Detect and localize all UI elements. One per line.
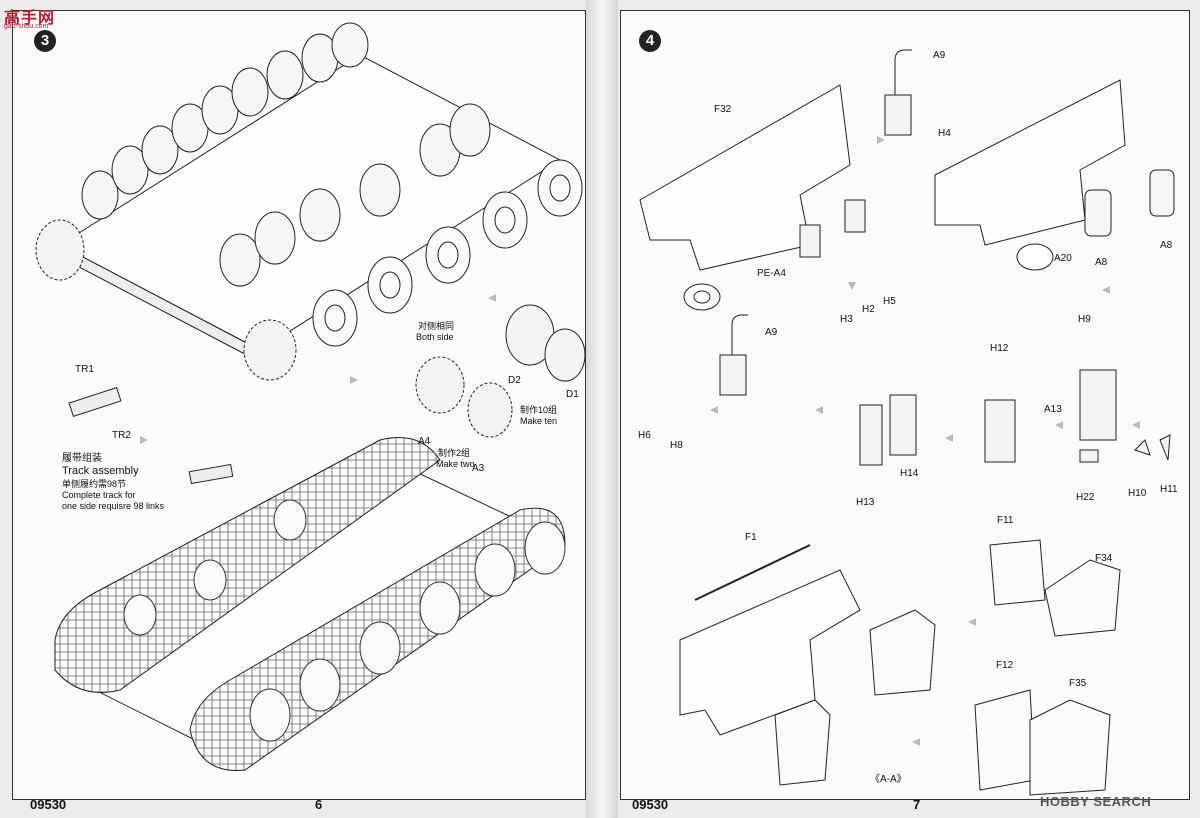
part-label-tr1: TR1 xyxy=(75,364,94,375)
part-label-a9-top: A9 xyxy=(933,50,946,61)
part-label-d2: D2 xyxy=(508,375,521,386)
part-label-h3: H3 xyxy=(840,314,853,325)
a8-covers xyxy=(1084,169,1175,237)
left-product-code: 09530 xyxy=(30,797,67,812)
track-assembly-title: Track assembly xyxy=(62,465,139,477)
box-parts xyxy=(774,539,1121,796)
pe-a4-ring xyxy=(683,243,1054,311)
site-watermark-logo: 高手网 xyxy=(4,10,56,27)
part-label-h4: H4 xyxy=(938,128,951,139)
part-label-h14: H14 xyxy=(900,468,919,479)
part-label-a9-mid: A9 xyxy=(765,327,778,338)
part-label-tr2: TR2 xyxy=(112,430,131,441)
assembly-arrows-left xyxy=(140,294,496,444)
section-view-label: 《A-A》 xyxy=(870,774,907,785)
road-wheels-bottom-row xyxy=(219,103,491,287)
part-label-h11: H11 xyxy=(1160,484,1178,495)
both-side-cn: 对侧相同 xyxy=(418,321,455,331)
part-label-h10: H10 xyxy=(1128,488,1147,499)
plate-final-drawing xyxy=(679,569,861,736)
step-4-badge: 4 xyxy=(639,30,661,52)
exhaust-parts xyxy=(719,49,912,396)
make-two-cn: 制作2组 xyxy=(438,448,471,458)
make-ten-cn: 制作10组 xyxy=(520,405,558,415)
part-label-a4: A4 xyxy=(418,436,431,447)
part-label-f35: F35 xyxy=(1069,678,1087,689)
track-assembly-cn: 履带组装 xyxy=(62,453,102,464)
hobby-search-watermark: HOBBY SEARCH xyxy=(1040,794,1152,809)
part-label-a20: A20 xyxy=(1054,253,1072,264)
make-two-en: Make two xyxy=(436,459,475,469)
part-label-pe-a4: PE-A4 xyxy=(757,268,786,279)
part-label-h2: H2 xyxy=(862,304,875,315)
part-label-a8-2: A8 xyxy=(1160,240,1173,251)
sprocket-drawings xyxy=(35,219,586,438)
part-label-f32: F32 xyxy=(714,104,732,115)
right-page-number: 7 xyxy=(913,797,921,812)
part-label-h6: H6 xyxy=(638,430,651,441)
track-note-en-2: one side requisre 98 links xyxy=(62,501,165,511)
make-ten-en: Make ten xyxy=(520,416,558,426)
site-watermark-url: gao-shou.com xyxy=(4,23,49,30)
part-label-h12: H12 xyxy=(990,343,1009,354)
road-wheels-top-row xyxy=(81,22,369,220)
track-note-en-1: Complete track for xyxy=(62,490,136,500)
track-note-cn: 单侧履约需98节 xyxy=(62,479,127,489)
part-label-f1: F1 xyxy=(745,532,757,543)
part-label-a13: A13 xyxy=(1044,404,1062,415)
part-label-h5: H5 xyxy=(883,296,896,307)
part-label-h9: H9 xyxy=(1078,314,1091,325)
loose-road-wheels xyxy=(312,159,583,347)
part-label-f11: F11 xyxy=(997,515,1014,526)
part-label-h22: H22 xyxy=(1076,492,1095,503)
track-wheels-lower xyxy=(123,499,566,742)
both-side-en: Both side xyxy=(416,332,454,342)
part-label-d1: D1 xyxy=(566,389,579,400)
mechanism-parts xyxy=(859,369,1171,466)
part-label-h8: H8 xyxy=(670,440,683,451)
left-page-number: 6 xyxy=(315,797,323,812)
track-link-part xyxy=(68,386,234,485)
book-gutter xyxy=(586,0,618,818)
part-label-h13: H13 xyxy=(856,497,875,508)
part-label-f12: F12 xyxy=(996,660,1014,671)
part-label-a8-1: A8 xyxy=(1095,257,1108,268)
part-label-a3: A3 xyxy=(472,463,485,474)
f1-bar xyxy=(694,544,811,601)
right-product-code: 09530 xyxy=(632,797,669,812)
part-label-f34: F34 xyxy=(1095,553,1113,564)
assembly-arrows-right xyxy=(710,136,1140,746)
step-3-badge: 3 xyxy=(34,30,56,52)
